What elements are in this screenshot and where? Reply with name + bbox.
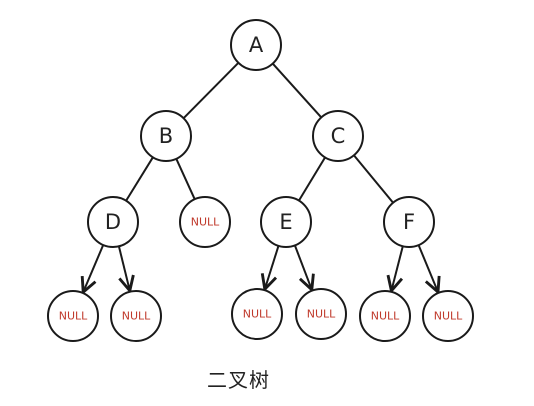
edge-F-n6 <box>391 245 404 291</box>
edge-D-n2 <box>83 244 105 292</box>
node-circle <box>230 19 282 71</box>
edge-E-n5 <box>293 245 312 289</box>
tree-node-e: E <box>260 196 312 248</box>
edge-F-n7 <box>417 244 438 292</box>
edge-B-D <box>125 156 154 202</box>
tree-node-c: C <box>312 110 364 162</box>
null-node: NULL <box>179 196 231 248</box>
node-circle <box>260 196 312 248</box>
node-label: D <box>105 210 121 234</box>
null-node: NULL <box>47 290 99 342</box>
tree-node-f: F <box>383 196 435 248</box>
diagram-caption: 二叉树 <box>207 368 270 392</box>
node-circle <box>359 290 411 342</box>
node-label: E <box>279 210 292 234</box>
null-node: NULL <box>359 290 411 342</box>
tree-node-d: D <box>87 196 139 248</box>
node-label: F <box>403 210 415 234</box>
nodes-layer: A B C D NULL E F NULL NULL NULL NULL NULL NULL <box>47 19 474 342</box>
edge-E-n4 <box>265 245 280 289</box>
edge-A-B <box>182 62 240 119</box>
node-circle <box>295 288 347 340</box>
tree-node-b: B <box>140 110 192 162</box>
node-label: B <box>159 124 173 148</box>
node-circle <box>312 110 364 162</box>
null-node: NULL <box>110 290 162 342</box>
node-circle <box>47 290 99 342</box>
node-label: C <box>331 124 346 148</box>
node-label: NULL <box>59 310 88 323</box>
node-label: NULL <box>307 308 336 321</box>
node-label: A <box>249 33 264 57</box>
node-circle <box>140 110 192 162</box>
tree-node-a: A <box>230 19 282 71</box>
node-circle <box>383 196 435 248</box>
edge-B-n1 <box>175 158 196 200</box>
edge-C-F <box>353 154 394 204</box>
node-label: NULL <box>243 308 272 321</box>
node-circle <box>87 196 139 248</box>
null-node: NULL <box>422 290 474 342</box>
edges-layer <box>83 62 438 292</box>
edge-D-n3 <box>117 246 130 290</box>
node-label: NULL <box>191 216 220 229</box>
node-label: NULL <box>122 310 151 323</box>
edge-A-C <box>271 62 323 119</box>
node-circle <box>179 196 231 248</box>
node-circle <box>422 290 474 342</box>
node-label: NULL <box>434 310 463 323</box>
null-node: NULL <box>295 288 347 340</box>
null-node: NULL <box>231 288 283 340</box>
node-circle <box>110 290 162 342</box>
edge-C-E <box>298 156 326 202</box>
node-label: NULL <box>371 310 400 323</box>
node-circle <box>231 288 283 340</box>
